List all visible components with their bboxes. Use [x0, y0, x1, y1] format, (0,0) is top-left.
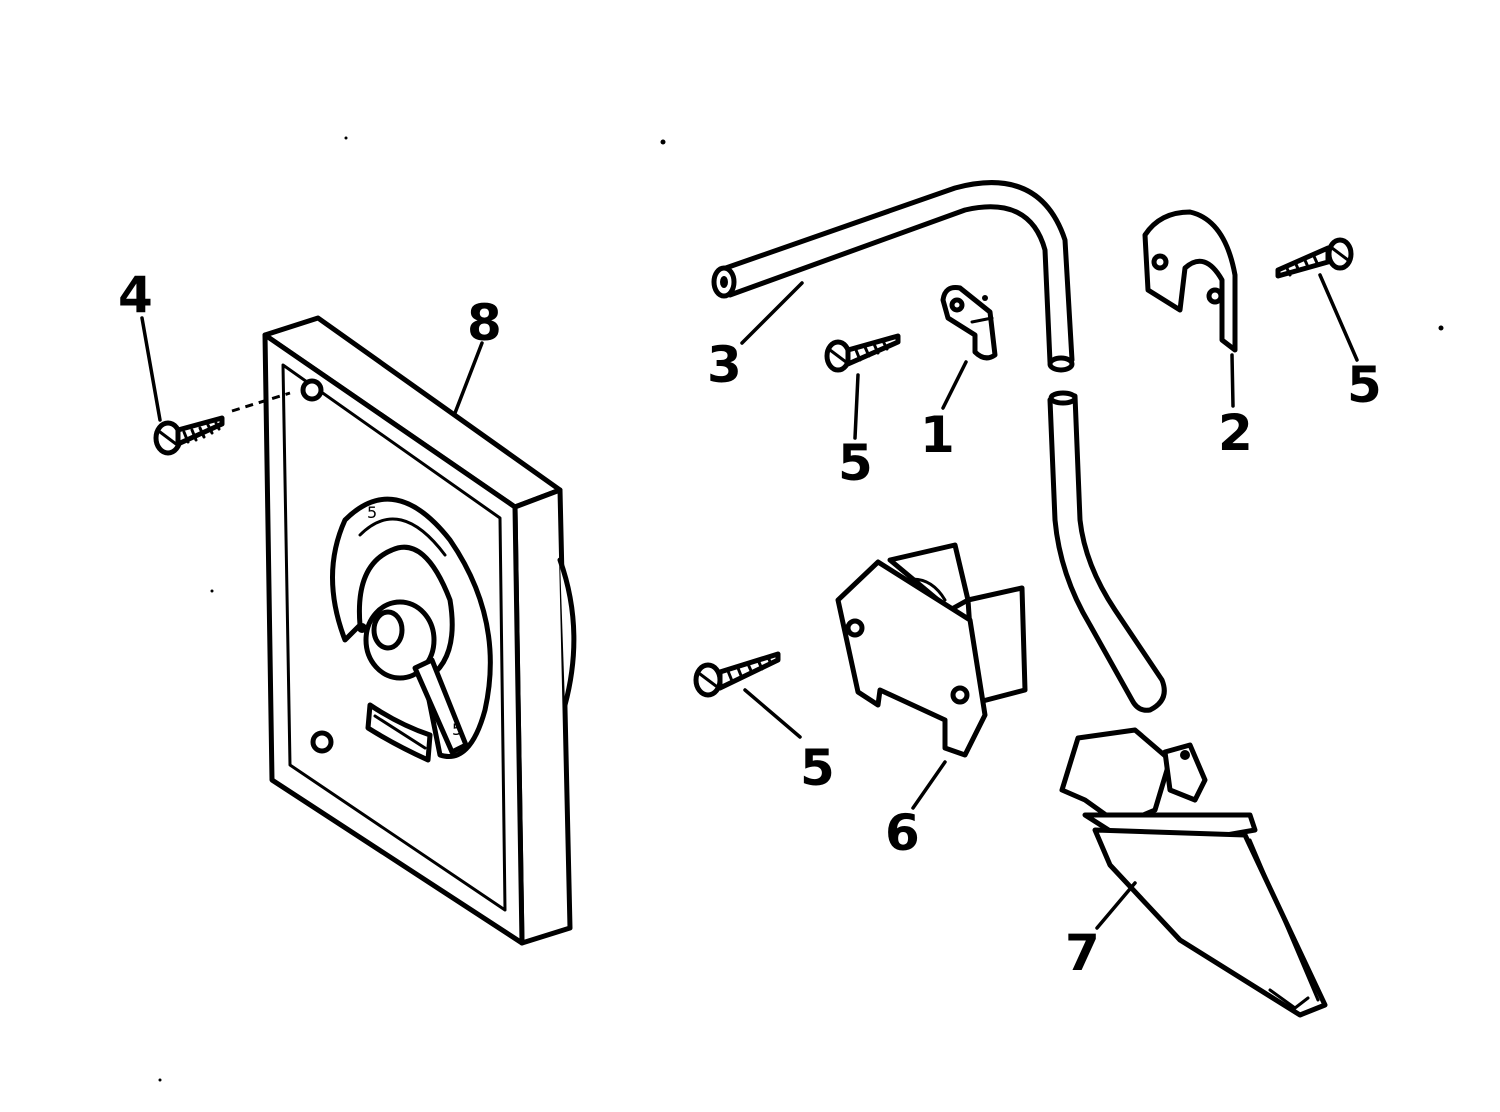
- bracket-part-2: [1142, 209, 1238, 353]
- callout-8: 8: [467, 294, 502, 352]
- clip-part-1: [940, 285, 998, 361]
- sensor-part-7: [1059, 727, 1328, 1018]
- callout-2: 2: [1218, 404, 1253, 462]
- callout-6: 6: [885, 804, 920, 862]
- callout-3: 3: [707, 336, 742, 394]
- callout-5-lower: 5: [800, 739, 835, 797]
- tube-lower-segment: [1047, 390, 1167, 713]
- leader-lines: [140, 273, 1359, 930]
- control-panel-part-8: 5 5: [262, 315, 577, 946]
- screw-part-5-lower: [693, 651, 781, 698]
- dial-mark-bottom: 5: [452, 720, 462, 739]
- callout-7: 7: [1065, 924, 1100, 982]
- callout-1: 1: [920, 406, 955, 464]
- tube-part-3: [711, 180, 1075, 373]
- callout-numbers: 4 8 3 5 1 2 5 5 6 7: [118, 266, 1382, 982]
- screw-part-5-upper-right: [1275, 237, 1354, 279]
- callout-5-upper-right: 5: [1347, 356, 1382, 414]
- screw-part-4: [153, 391, 291, 456]
- callout-5-upper-mid: 5: [838, 434, 873, 492]
- scan-specks: [158, 136, 1444, 1082]
- screw-part-5-upper-mid: [824, 333, 901, 373]
- switch-bracket-part-6: [835, 542, 1028, 758]
- dial-mark-top: 5: [367, 503, 377, 522]
- callout-4: 4: [118, 266, 153, 324]
